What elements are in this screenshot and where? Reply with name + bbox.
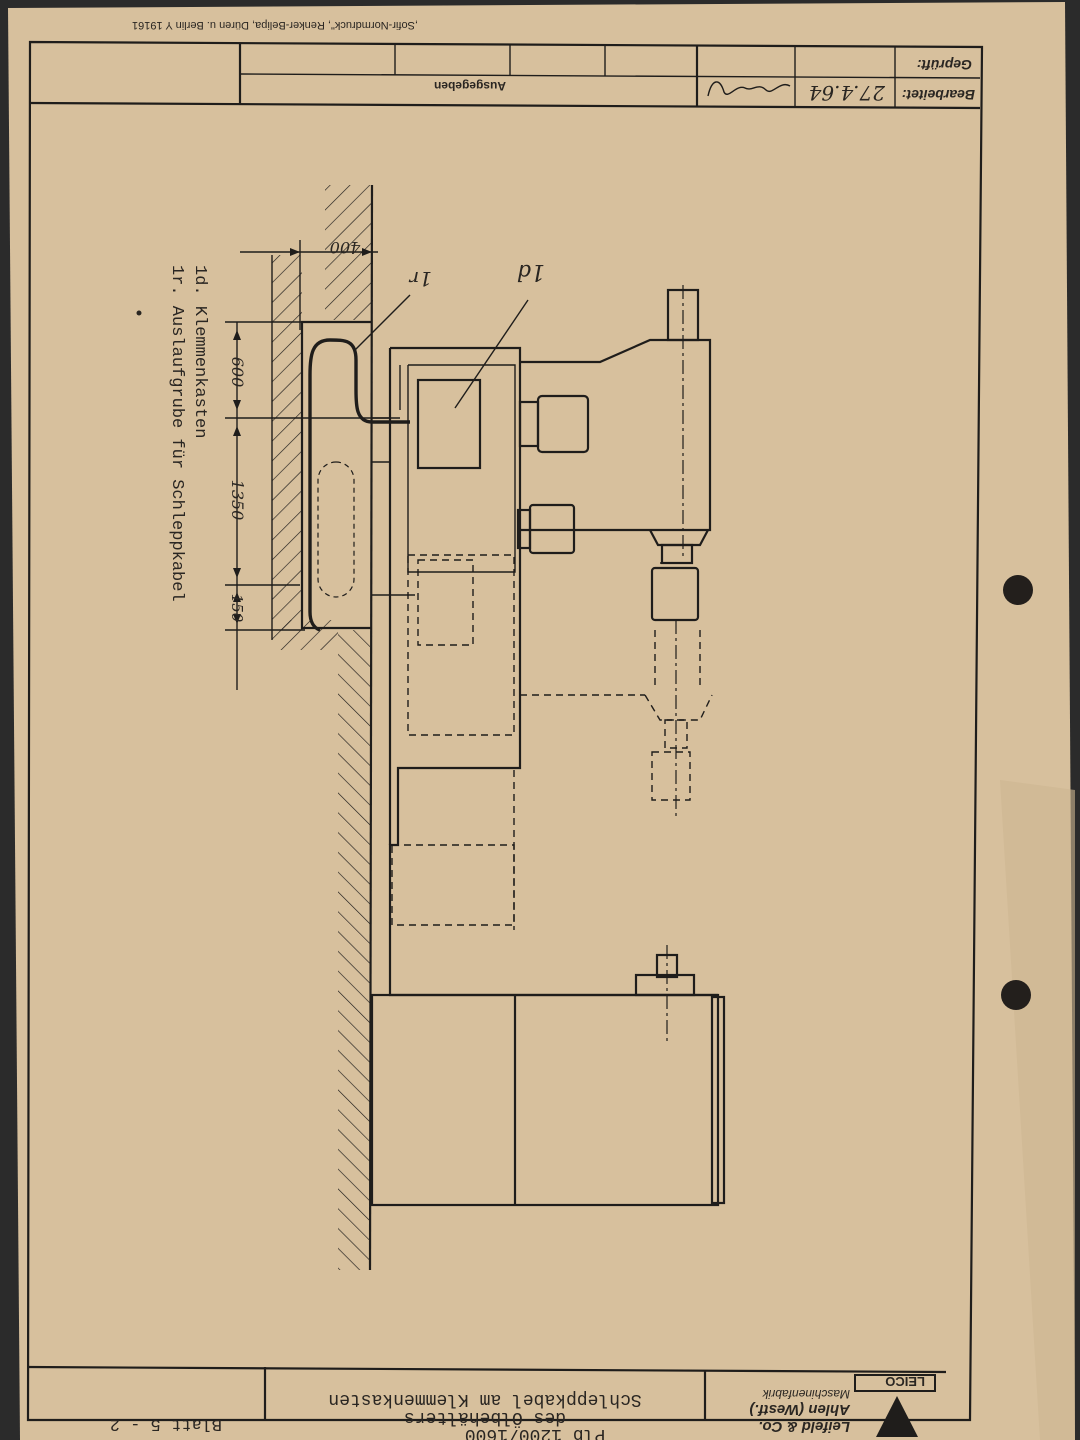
- paper-sheet: [8, 2, 1075, 1440]
- title-line-1: Schleppkabel am Klemmenkasten: [328, 1389, 641, 1409]
- punch-hole-bottom: [1001, 980, 1031, 1010]
- ground-line: [368, 184, 374, 1271]
- sheet-number: Blatt 5 - 2: [110, 1414, 222, 1433]
- leader-1r: [354, 294, 411, 351]
- company-sub: Maschinenfabrik: [762, 1387, 850, 1401]
- dim-400-label: 400: [330, 238, 362, 257]
- legend-dot: [136, 310, 142, 316]
- terminal-box: [416, 378, 482, 470]
- trailing-cable: [308, 338, 410, 632]
- header-block: [29, 44, 981, 110]
- dim-1350-label: 1350: [228, 480, 247, 521]
- printer-note: ,Sofir-Normdruck", Renker-Belipa, Düren …: [132, 19, 418, 31]
- legend-line-1: 1d. Klemmenkasten: [190, 265, 209, 438]
- punch-hole-top: [1003, 575, 1033, 605]
- geprueft-label: Geprüft:: [917, 57, 972, 73]
- label-1d: 1d: [517, 259, 545, 284]
- legend-line-2: 1r. Auslaufgrube für Schleppkabel: [167, 265, 186, 602]
- company-logo: [854, 1374, 936, 1437]
- cable-loop-dashed: [317, 461, 355, 598]
- pit-outline: [300, 320, 372, 630]
- company-city: Ahlen (Westf.): [749, 1401, 851, 1418]
- company-logo-text: LEICO: [885, 1374, 925, 1389]
- title-block: [27, 1365, 947, 1420]
- dim-600-label: 600: [228, 357, 247, 388]
- bearbeitet-date: 27.4.64: [809, 81, 886, 105]
- company-name: Leifeld & Co.: [758, 1418, 850, 1435]
- signature-scribble: [707, 81, 791, 97]
- drawing-frame: [26, 40, 984, 1422]
- dimension-chain: [225, 321, 400, 690]
- label-1r: 1r: [408, 267, 432, 291]
- oil-tank: [370, 945, 726, 1207]
- ausgegeben-label: Ausgegeben: [434, 79, 506, 93]
- dimension-400: [240, 240, 378, 330]
- title-line-2: des Ölbehälters: [404, 1407, 566, 1428]
- gear-head: [516, 285, 713, 820]
- paper-shadow-edge: [1000, 780, 1075, 1440]
- leader-1d: [454, 299, 529, 409]
- dim-150-label: 150: [228, 594, 246, 623]
- title-line-3: Plb 1200/1600: [465, 1424, 605, 1440]
- bearbeitet-label: Bearbeitet:: [902, 87, 975, 103]
